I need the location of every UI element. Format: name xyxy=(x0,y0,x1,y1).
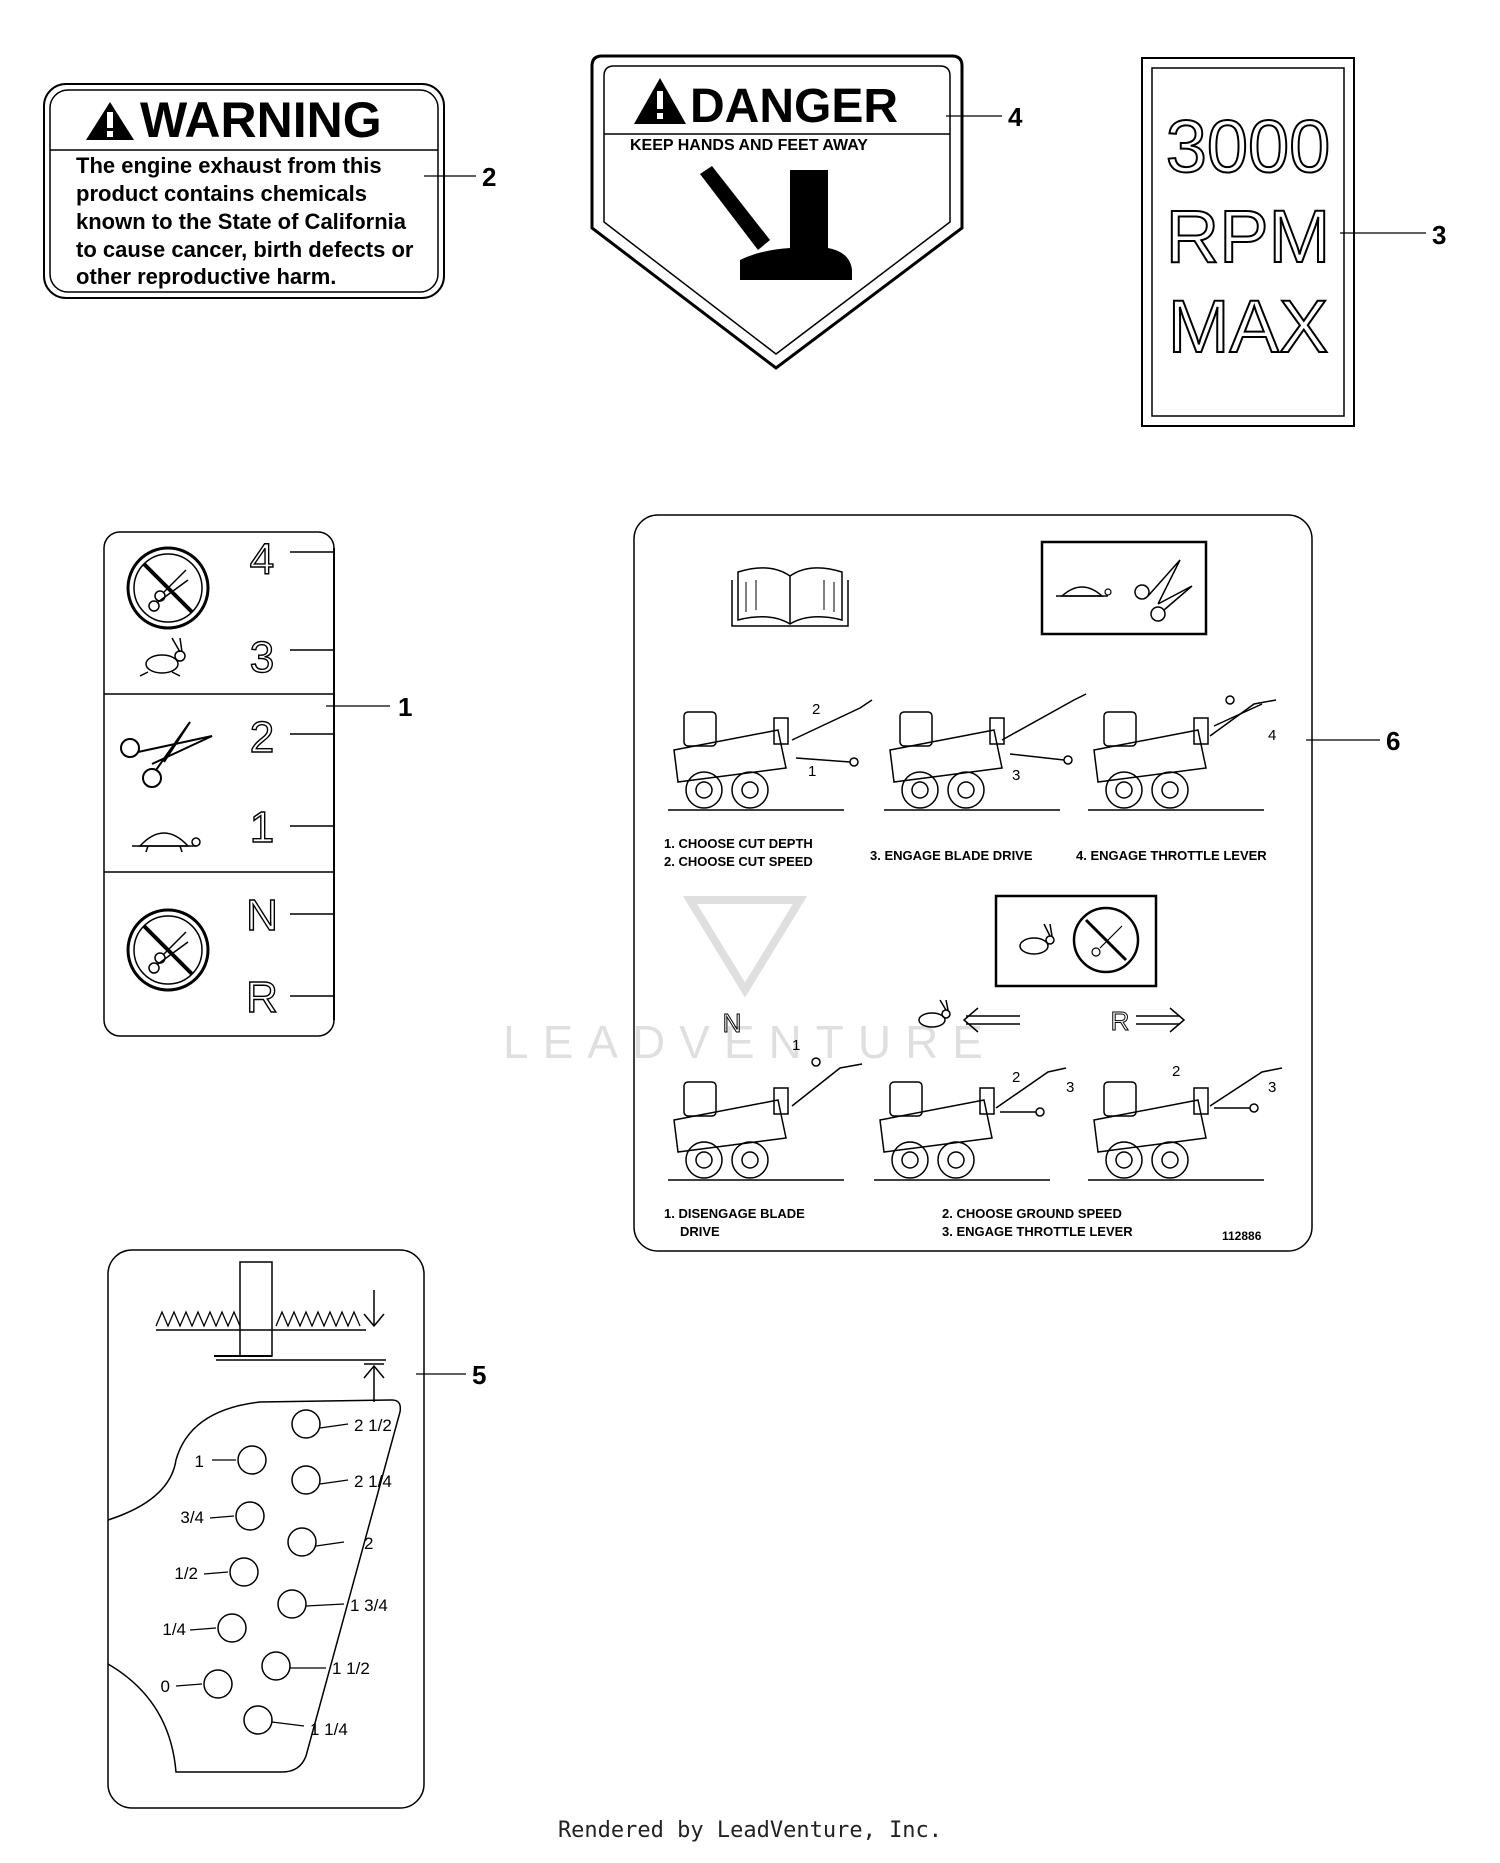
fig-step-number: 3 xyxy=(1268,1079,1276,1096)
instruction-bottom-2a: 2. CHOOSE GROUND SPEED xyxy=(942,1206,1122,1221)
rabbit-icon xyxy=(139,637,186,677)
turtle-icon xyxy=(1056,586,1112,597)
fig-step-number: 4 xyxy=(1268,727,1276,744)
fig-step-number: 2 xyxy=(812,701,820,718)
machine-figure xyxy=(1087,695,1277,811)
depth-value: 3/4 xyxy=(180,1508,204,1527)
instruction-bottom-1a: 1. DISENGAGE BLADE xyxy=(664,1206,805,1221)
depth-value: 0 xyxy=(161,1677,170,1696)
fig-step-number: 1 xyxy=(792,1037,800,1054)
warning-title: WARNING xyxy=(140,92,382,148)
machine-figure xyxy=(667,1057,863,1181)
rpm-max: MAX xyxy=(1168,285,1328,368)
warning-line-5: other reproductive harm. xyxy=(76,264,336,289)
speed-position-n: N xyxy=(246,891,278,940)
speed-position-2: 2 xyxy=(250,713,274,762)
callout-4: 4 xyxy=(1008,102,1023,132)
grass-icon xyxy=(275,1310,361,1328)
instruction-step-1: 1. CHOOSE CUT DEPTH xyxy=(664,836,813,851)
depth-value: 1/2 xyxy=(174,1564,198,1583)
grass-icon xyxy=(155,1310,241,1328)
depth-arrow-up-icon xyxy=(363,1364,385,1402)
fig-step-number: 3 xyxy=(1012,767,1020,784)
fig-step-number: 3 xyxy=(1066,1079,1074,1096)
warning-line-4: to cause cancer, birth defects or xyxy=(76,237,414,262)
instruction-step-3: 3. ENGAGE BLADE DRIVE xyxy=(870,848,1033,863)
depth-gauge-label: 1 3/4 1/2 1/4 0 2 1/2 2 1/4 2 1 3/4 1 1/… xyxy=(107,1249,425,1809)
depth-value: 1 1/4 xyxy=(310,1720,348,1739)
warning-triangle-icon xyxy=(86,102,134,140)
fig-step-number: 2 xyxy=(1172,1063,1180,1080)
warning-label: WARNING The engine exhaust from this pro… xyxy=(43,83,445,299)
callout-5: 5 xyxy=(472,1360,486,1390)
callout-1: 1 xyxy=(398,692,412,722)
rabbit-icon xyxy=(1019,923,1055,955)
danger-label: DANGER KEEP HANDS AND FEET AWAY xyxy=(590,54,964,370)
depth-arrow-down-icon xyxy=(363,1290,385,1328)
callout-3: 3 xyxy=(1432,220,1446,250)
gear-neutral-label: N xyxy=(723,1008,742,1038)
no-cut-icon xyxy=(126,546,210,630)
callout-6: 6 xyxy=(1386,726,1400,756)
instruction-step-4: 4. ENGAGE THROTTLE LEVER xyxy=(1076,848,1267,863)
machine-figure xyxy=(1087,1067,1283,1181)
depth-value: 1 3/4 xyxy=(350,1596,388,1615)
footer-credit: Rendered by LeadVenture, Inc. xyxy=(557,1818,943,1843)
callouts: 1 2 3 4 5 6 xyxy=(326,102,1446,1390)
depth-value: 1/4 xyxy=(162,1620,186,1639)
instruction-step-2: 2. CHOOSE CUT SPEED xyxy=(664,854,813,869)
danger-triangle-icon xyxy=(634,78,686,124)
depth-value: 2 1/2 xyxy=(354,1416,392,1435)
part-code: 112886 xyxy=(1222,1229,1262,1243)
danger-title: DANGER xyxy=(690,80,898,133)
instruction-bottom-2b: 3. ENGAGE THROTTLE LEVER xyxy=(942,1224,1133,1239)
rabbit-icon xyxy=(918,999,951,1028)
instruction-label: 2 1 3 4 1. CHOOSE CUT DEPTH 2. CHOOSE CU… xyxy=(633,514,1313,1252)
scissors-icon xyxy=(120,721,213,788)
turtle-icon xyxy=(132,832,201,853)
depth-value: 1 1/2 xyxy=(332,1659,370,1678)
fig-step-number: 1 xyxy=(808,763,816,780)
speed-selector-label: 4 3 2 1 N R xyxy=(103,531,335,1037)
leadventure-watermark: LEADVENTURE xyxy=(503,896,997,1068)
watermark-text: LEADVENTURE xyxy=(503,1016,997,1068)
fig-step-number: 2 xyxy=(1012,1069,1020,1086)
machine-figure xyxy=(873,1067,1067,1181)
warning-line-3: known to the State of California xyxy=(76,209,407,234)
danger-subtitle: KEEP HANDS AND FEET AWAY xyxy=(630,137,868,154)
rpm-value: 3000 xyxy=(1166,105,1331,188)
boot-icon xyxy=(700,166,852,280)
no-cut-icon xyxy=(126,908,210,992)
manual-book-icon xyxy=(731,567,849,627)
speed-position-r: R xyxy=(246,973,278,1022)
depth-value: 2 xyxy=(364,1534,373,1553)
rpm-label: 3000 RPM MAX xyxy=(1141,57,1355,427)
no-cut-icon xyxy=(1072,906,1140,974)
speed-position-4: 4 xyxy=(250,535,274,584)
scissors-icon xyxy=(1134,559,1193,622)
arrow-left-icon xyxy=(962,1007,1020,1033)
speed-position-3: 3 xyxy=(250,633,274,682)
warning-line-2: product contains chemicals xyxy=(76,181,367,206)
depth-value: 1 xyxy=(195,1452,204,1471)
depth-value: 2 1/4 xyxy=(354,1472,392,1491)
rpm-unit: RPM xyxy=(1166,195,1330,278)
instruction-bottom-1b: DRIVE xyxy=(680,1224,720,1239)
machine-figure xyxy=(883,693,1087,811)
gear-reverse-label: R xyxy=(1111,1006,1130,1036)
warning-line-1: The engine exhaust from this xyxy=(76,153,382,178)
machine-figure xyxy=(667,699,873,811)
arrow-right-icon xyxy=(1136,1007,1186,1033)
speed-position-1: 1 xyxy=(250,803,274,852)
callout-2: 2 xyxy=(482,162,496,192)
